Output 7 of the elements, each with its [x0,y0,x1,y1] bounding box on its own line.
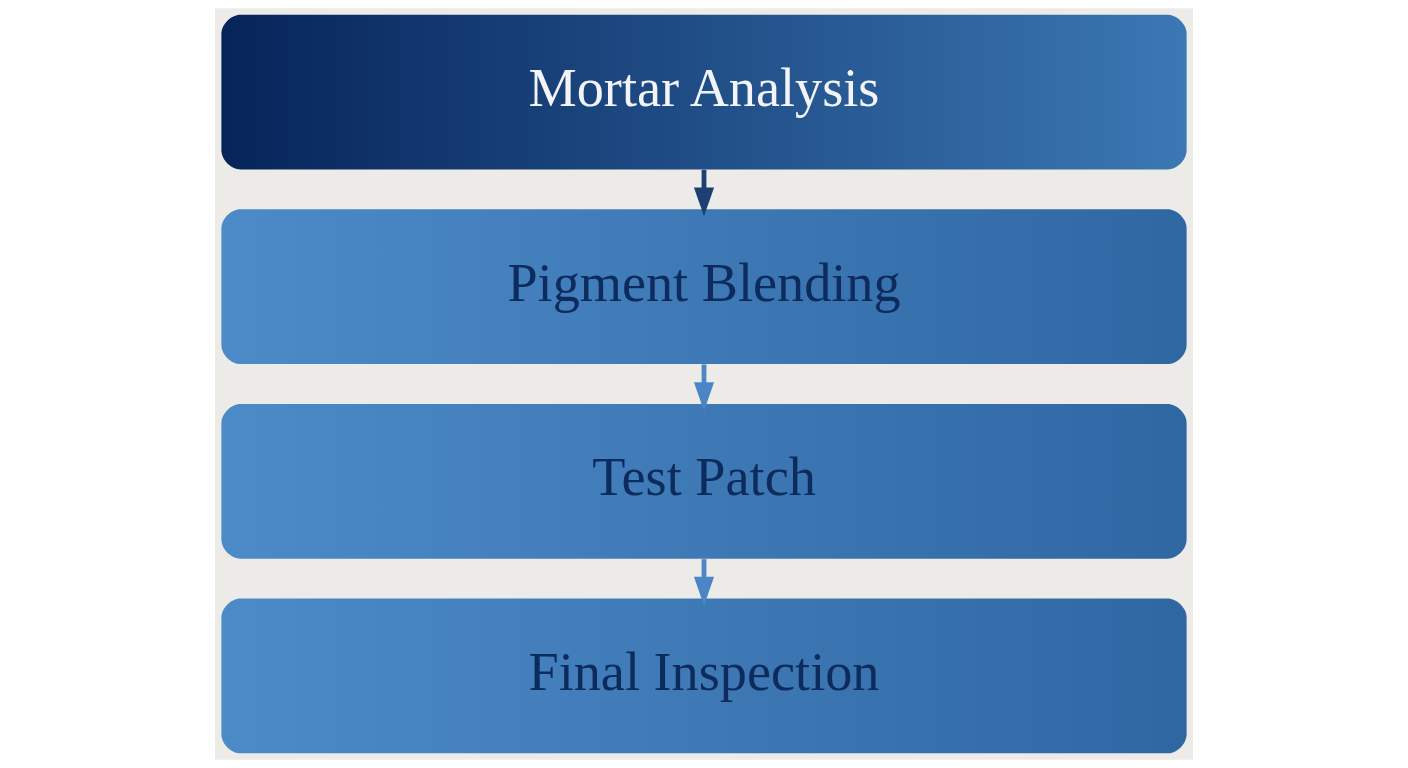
node-box: Mortar Analysis [221,14,1187,170]
node-box: Pigment Blending [221,209,1187,365]
node-box: Test Patch [221,403,1187,559]
node-box: Final Inspection [221,598,1187,754]
arrow [693,169,715,217]
arrow [693,364,715,412]
arrow [693,559,715,606]
